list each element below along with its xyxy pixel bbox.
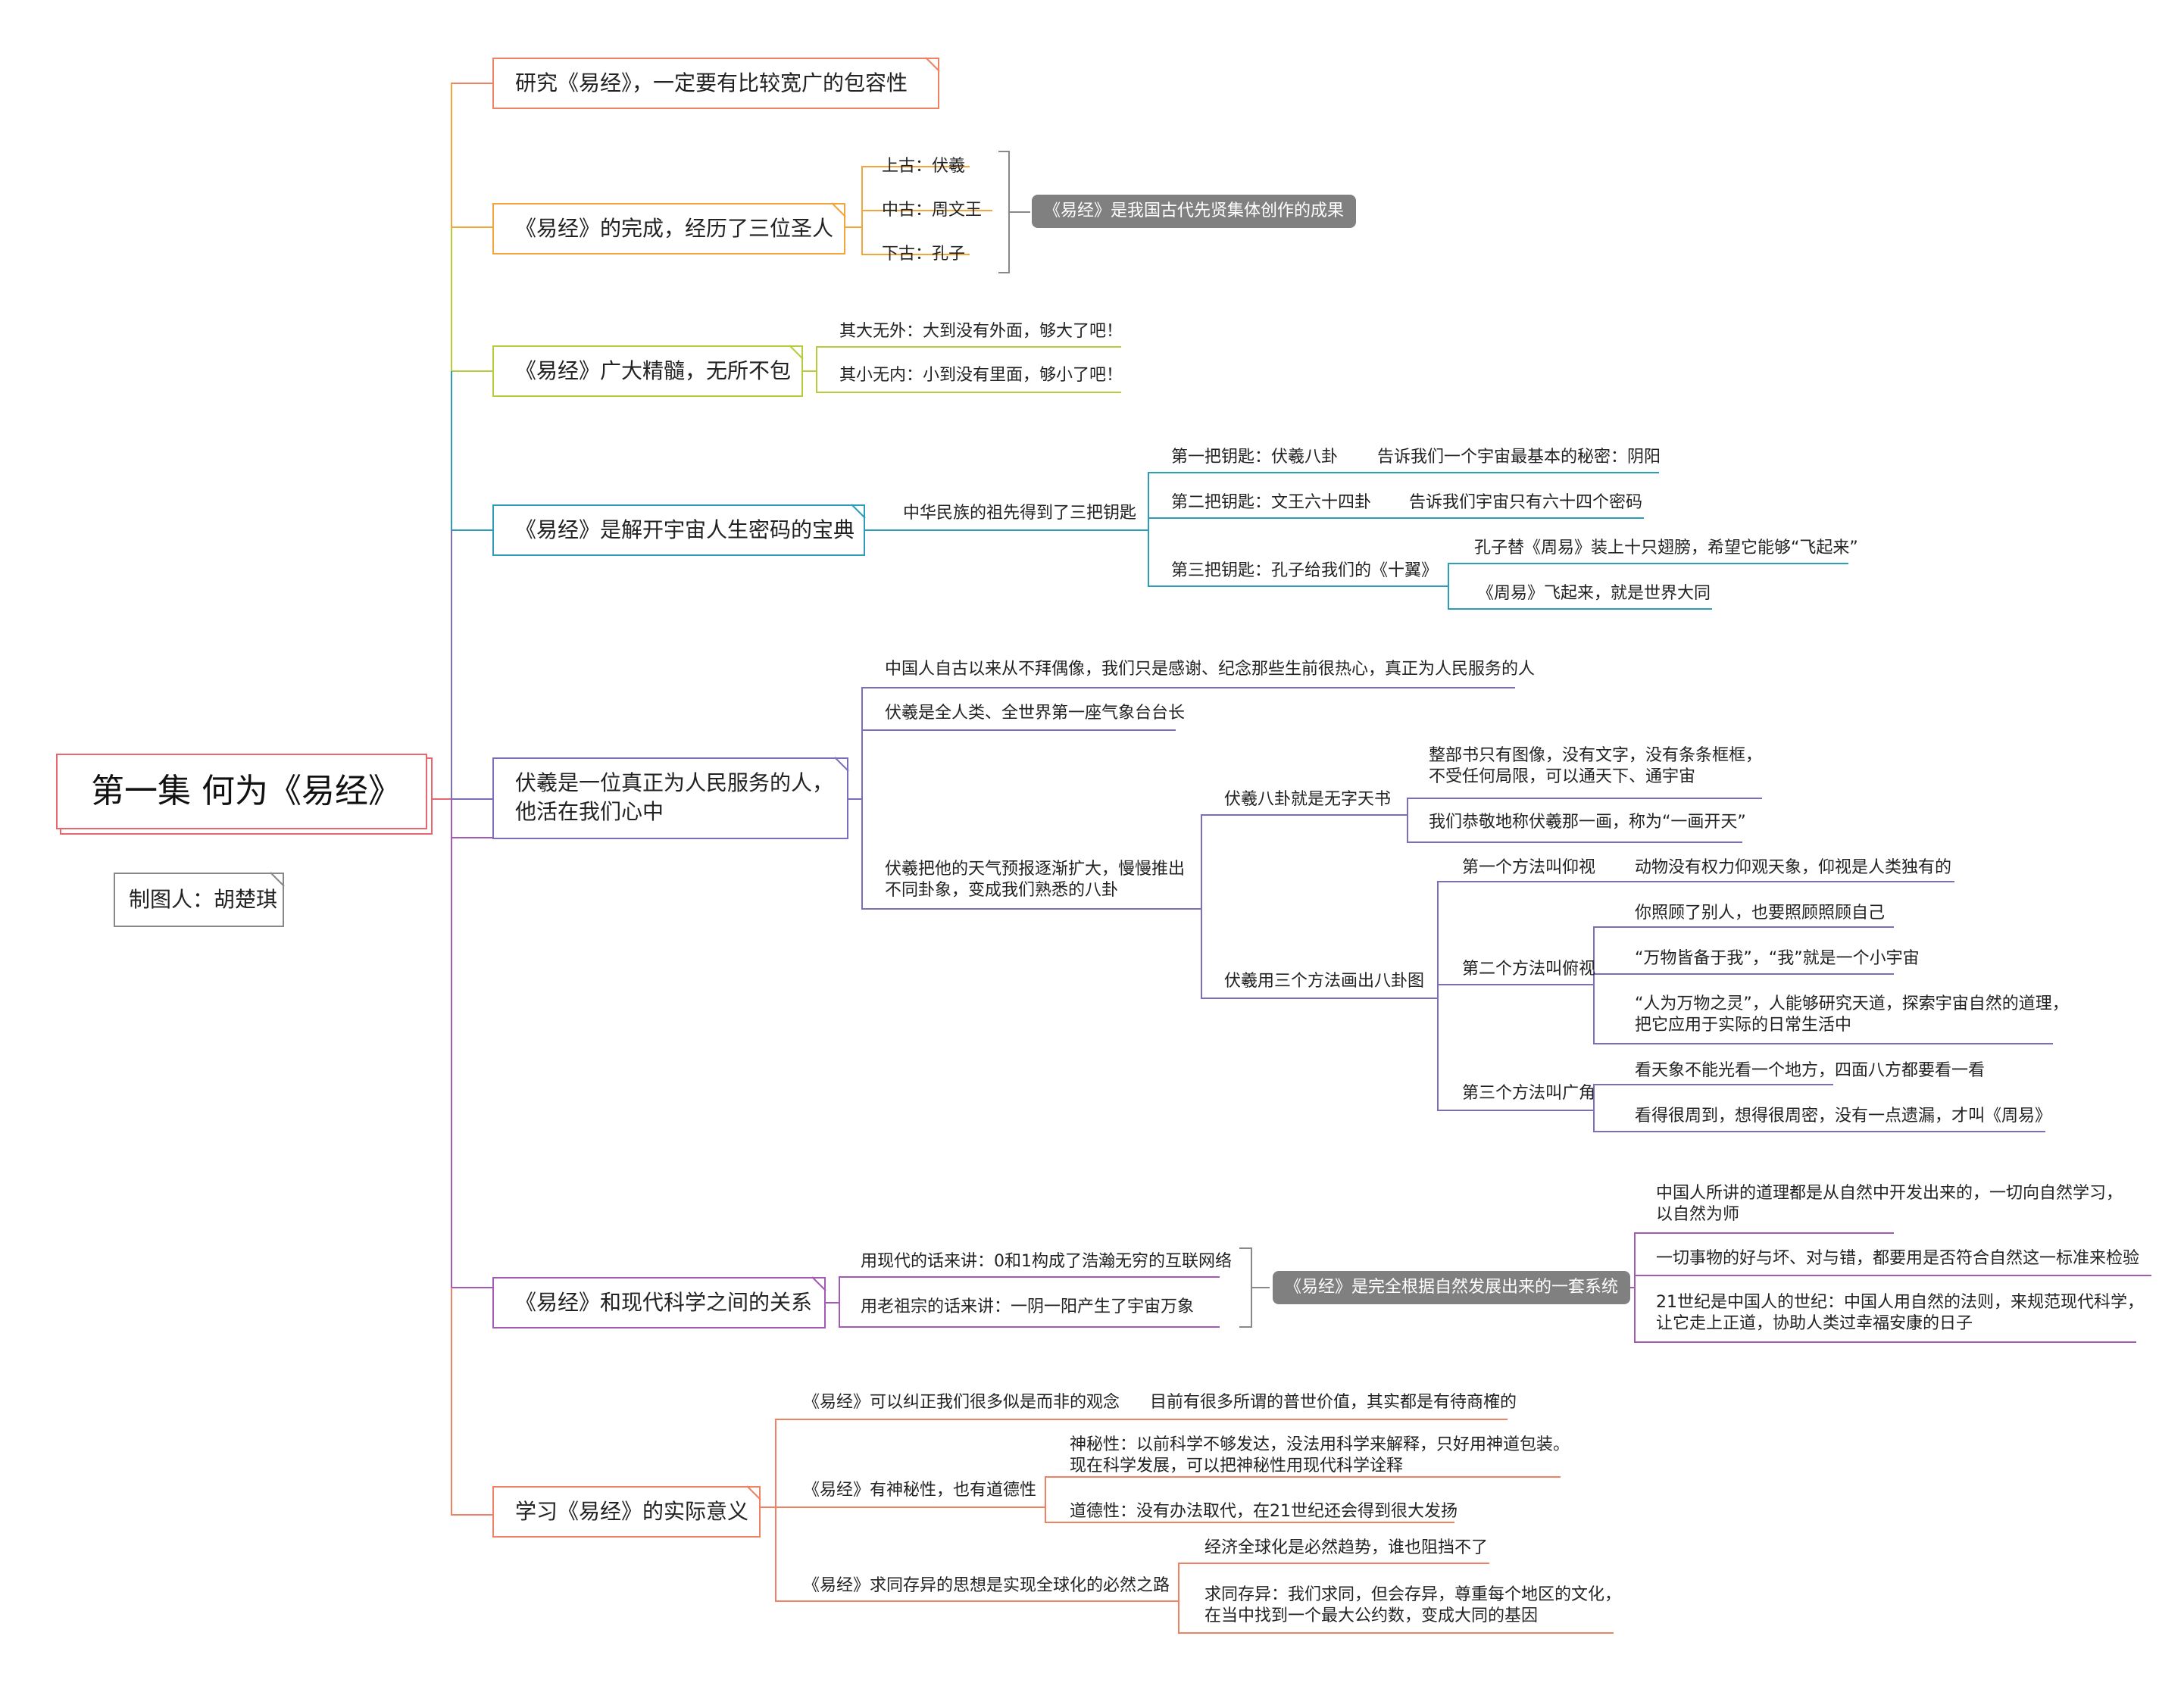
- b6-item-2[interactable]: 用老祖宗的话来讲：一阴一阳产生了宇宙万象: [861, 1297, 1195, 1316]
- b7-lines: [761, 1419, 1614, 1634]
- b6-sub-2[interactable]: 一切事物的好与坏、对与错，都要用是否符合自然这一标准来检验: [1656, 1249, 2140, 1268]
- b2-summary[interactable]: 《易经》是我国古代先贤集体创作的成果: [1032, 195, 1357, 228]
- b7-item-2-b[interactable]: 道德性：没有办法取代，在21世纪还会得到很大发扬: [1070, 1502, 1458, 1521]
- b4-key-2[interactable]: 第二把钥匙：文王六十四卦: [1171, 493, 1372, 512]
- b5-item-3-line2[interactable]: 不同卦象，变成我们熟悉的八卦: [885, 881, 1119, 900]
- b7-item-1-desc[interactable]: 目前有很多所谓的普世价值，其实都是有待商榷的: [1150, 1393, 1517, 1412]
- b5-sub-1-b[interactable]: 我们恭敬地称伏羲那一画，称为“一画开天”: [1429, 813, 1746, 832]
- branch-b7[interactable]: 学习《易经》的实际意义: [492, 1486, 761, 1538]
- b3-item-2[interactable]: 其小无内：小到没有里面，够小了吧！: [839, 366, 1123, 385]
- branch-b7-label: 学习《易经》的实际意义: [515, 1499, 749, 1524]
- b3-item-1[interactable]: 其大无外：大到没有外面，够大了吧！: [839, 322, 1123, 341]
- b6-sub-1-line1[interactable]: 中国人所讲的道理都是从自然中开发出来的，一切向自然学习，: [1656, 1184, 2123, 1203]
- root-topic[interactable]: 第一集 何为《易经》: [56, 754, 427, 829]
- b5-method-2-c-line2[interactable]: 把它应用于实际的日常生活中: [1635, 1016, 1852, 1035]
- b7-item-2[interactable]: 《易经》有神秘性，也有道德性: [803, 1481, 1037, 1500]
- branch-b1-label: 研究《易经》，一定要有比较宽广的包容性: [515, 70, 908, 95]
- b6-sub-3-line2[interactable]: 让它走上正道，协助人类过幸福安康的日子: [1656, 1314, 1973, 1333]
- branch-b2[interactable]: 《易经》的完成，经历了三位圣人: [492, 203, 845, 254]
- b4-sub[interactable]: 中华民族的祖先得到了三把钥匙: [903, 504, 1137, 523]
- b7-item-3-a[interactable]: 经济全球化是必然趋势，谁也阻挡不了: [1204, 1538, 1489, 1557]
- branch-b6-label: 《易经》和现代科学之间的关系: [515, 1290, 813, 1315]
- root-title: 第一集 何为《易经》: [91, 772, 401, 810]
- b5-item-3-line1[interactable]: 伏羲把他的天气预报逐渐扩大，慢慢推出: [885, 860, 1186, 879]
- b7-item-3-b-line1[interactable]: 求同存异：我们求同，但会存异，尊重每个地区的文化，: [1204, 1585, 1622, 1604]
- trunk: [432, 83, 492, 1516]
- b2-item-3[interactable]: 下古：孔子: [882, 245, 966, 264]
- b6-sub-3-line1[interactable]: 21世纪是中国人的世纪：中国人用自然的法则，来规范现代科学，: [1656, 1293, 2144, 1312]
- branch-b3-label: 《易经》广大精髓，无所不包: [515, 358, 792, 383]
- branch-b5-label-line2: 他活在我们心中: [515, 799, 664, 824]
- branch-b4[interactable]: 《易经》是解开宇宙人生密码的宝典: [492, 504, 865, 556]
- b5-method-3-a[interactable]: 看天象不能光看一个地方，四面八方都要看一看: [1635, 1061, 1986, 1080]
- b7-item-2-a-line1[interactable]: 神秘性：以前科学不够发达，没法用科学来解释，只好用神道包装。: [1070, 1435, 1570, 1454]
- b4-key-3-a[interactable]: 孔子替《周易》装上十只翅膀，希望它能够“飞起来”: [1474, 539, 1858, 557]
- branch-b5-label-line1: 伏羲是一位真正为人民服务的人，: [515, 770, 834, 795]
- b5-sub-2[interactable]: 伏羲用三个方法画出八卦图: [1224, 972, 1425, 991]
- b4-key-3[interactable]: 第三把钥匙：孔子给我们的《十翼》: [1171, 561, 1439, 580]
- b6-sub-1-line2[interactable]: 以自然为师: [1656, 1205, 1740, 1224]
- b5-method-3-b[interactable]: 看得很周到，想得很周密，没有一点遗漏，才叫《周易》: [1635, 1107, 2052, 1126]
- b4-lines: [865, 472, 1848, 610]
- b2-item-1[interactable]: 上古：伏羲: [882, 157, 966, 176]
- b6-summary[interactable]: 《易经》是完全根据自然发展出来的一套系统: [1273, 1271, 1631, 1304]
- b2-lines: [845, 151, 1030, 273]
- b4-key-1-desc[interactable]: 告诉我们一个宇宙最基本的秘密：阴阳: [1377, 448, 1661, 467]
- b5-item-2[interactable]: 伏羲是全人类、全世界第一座气象台台长: [885, 704, 1186, 723]
- branch-b4-label: 《易经》是解开宇宙人生密码的宝典: [515, 517, 855, 542]
- branch-b3[interactable]: 《易经》广大精髓，无所不包: [492, 345, 803, 397]
- b7-item-3[interactable]: 《易经》求同存异的思想是实现全球化的必然之路: [803, 1576, 1170, 1595]
- branch-b6[interactable]: 《易经》和现代科学之间的关系: [492, 1277, 826, 1329]
- b5-item-1[interactable]: 中国人自古以来从不拜偶像，我们只是感谢、纪念那些生前很热心，真正为人民服务的人: [885, 660, 1536, 679]
- b5-lines: [848, 687, 2053, 1132]
- branch-b5[interactable]: 伏羲是一位真正为人民服务的人， 他活在我们心中: [492, 757, 848, 839]
- b3-lines: [803, 346, 1121, 393]
- b7-item-2-a-line2[interactable]: 现在科学发展，可以把神秘性用现代科学诠释: [1070, 1457, 1404, 1475]
- b5-method-2-b[interactable]: “万物皆备于我”，“我”就是一个小宇宙: [1635, 949, 1920, 968]
- b5-method-2-a[interactable]: 你照顾了别人，也要照顾照顾自己: [1635, 904, 1886, 923]
- b7-item-3-b-line2[interactable]: 在当中找到一个最大公约数，变成大同的基因: [1204, 1606, 1539, 1625]
- b4-key-1[interactable]: 第一把钥匙：伏羲八卦: [1171, 448, 1339, 467]
- b5-sub-1-a-line2[interactable]: 不受任何局限，可以通天下、通宇宙: [1429, 767, 1696, 786]
- b5-method-1-a[interactable]: 动物没有权力仰观天象，仰视是人类独有的: [1635, 858, 1952, 877]
- b5-method-2[interactable]: 第二个方法叫俯视: [1462, 960, 1596, 979]
- b4-key-2-desc[interactable]: 告诉我们宇宙只有六十四个密码: [1409, 493, 1643, 512]
- author-label: 制图人：胡楚琪: [129, 887, 278, 912]
- b5-method-3[interactable]: 第三个方法叫广角: [1462, 1084, 1596, 1103]
- branch-b1[interactable]: 研究《易经》，一定要有比较宽广的包容性: [492, 58, 939, 109]
- b4-key-3-b[interactable]: 《周易》飞起来，就是世界大同: [1477, 584, 1711, 603]
- branch-b2-label: 《易经》的完成，经历了三位圣人: [515, 216, 834, 241]
- b2-item-2[interactable]: 中古：周文王: [882, 201, 983, 220]
- b6-item-1[interactable]: 用现代的话来讲：0和1构成了浩瀚无穷的互联网络: [861, 1252, 1232, 1271]
- b5-method-2-c-line1[interactable]: “人为万物之灵”，人能够研究天道，探索宇宙自然的道理，: [1635, 994, 2069, 1013]
- author-note[interactable]: 制图人：胡楚琪: [114, 873, 284, 927]
- b5-sub-1[interactable]: 伏羲八卦就是无字天书: [1224, 790, 1392, 809]
- b5-method-1[interactable]: 第一个方法叫仰视: [1462, 858, 1596, 877]
- b7-item-1[interactable]: 《易经》可以纠正我们很多似是而非的观念: [803, 1393, 1120, 1412]
- b5-sub-1-a-line1[interactable]: 整部书只有图像，没有文字，没有条条框框，: [1429, 746, 1763, 765]
